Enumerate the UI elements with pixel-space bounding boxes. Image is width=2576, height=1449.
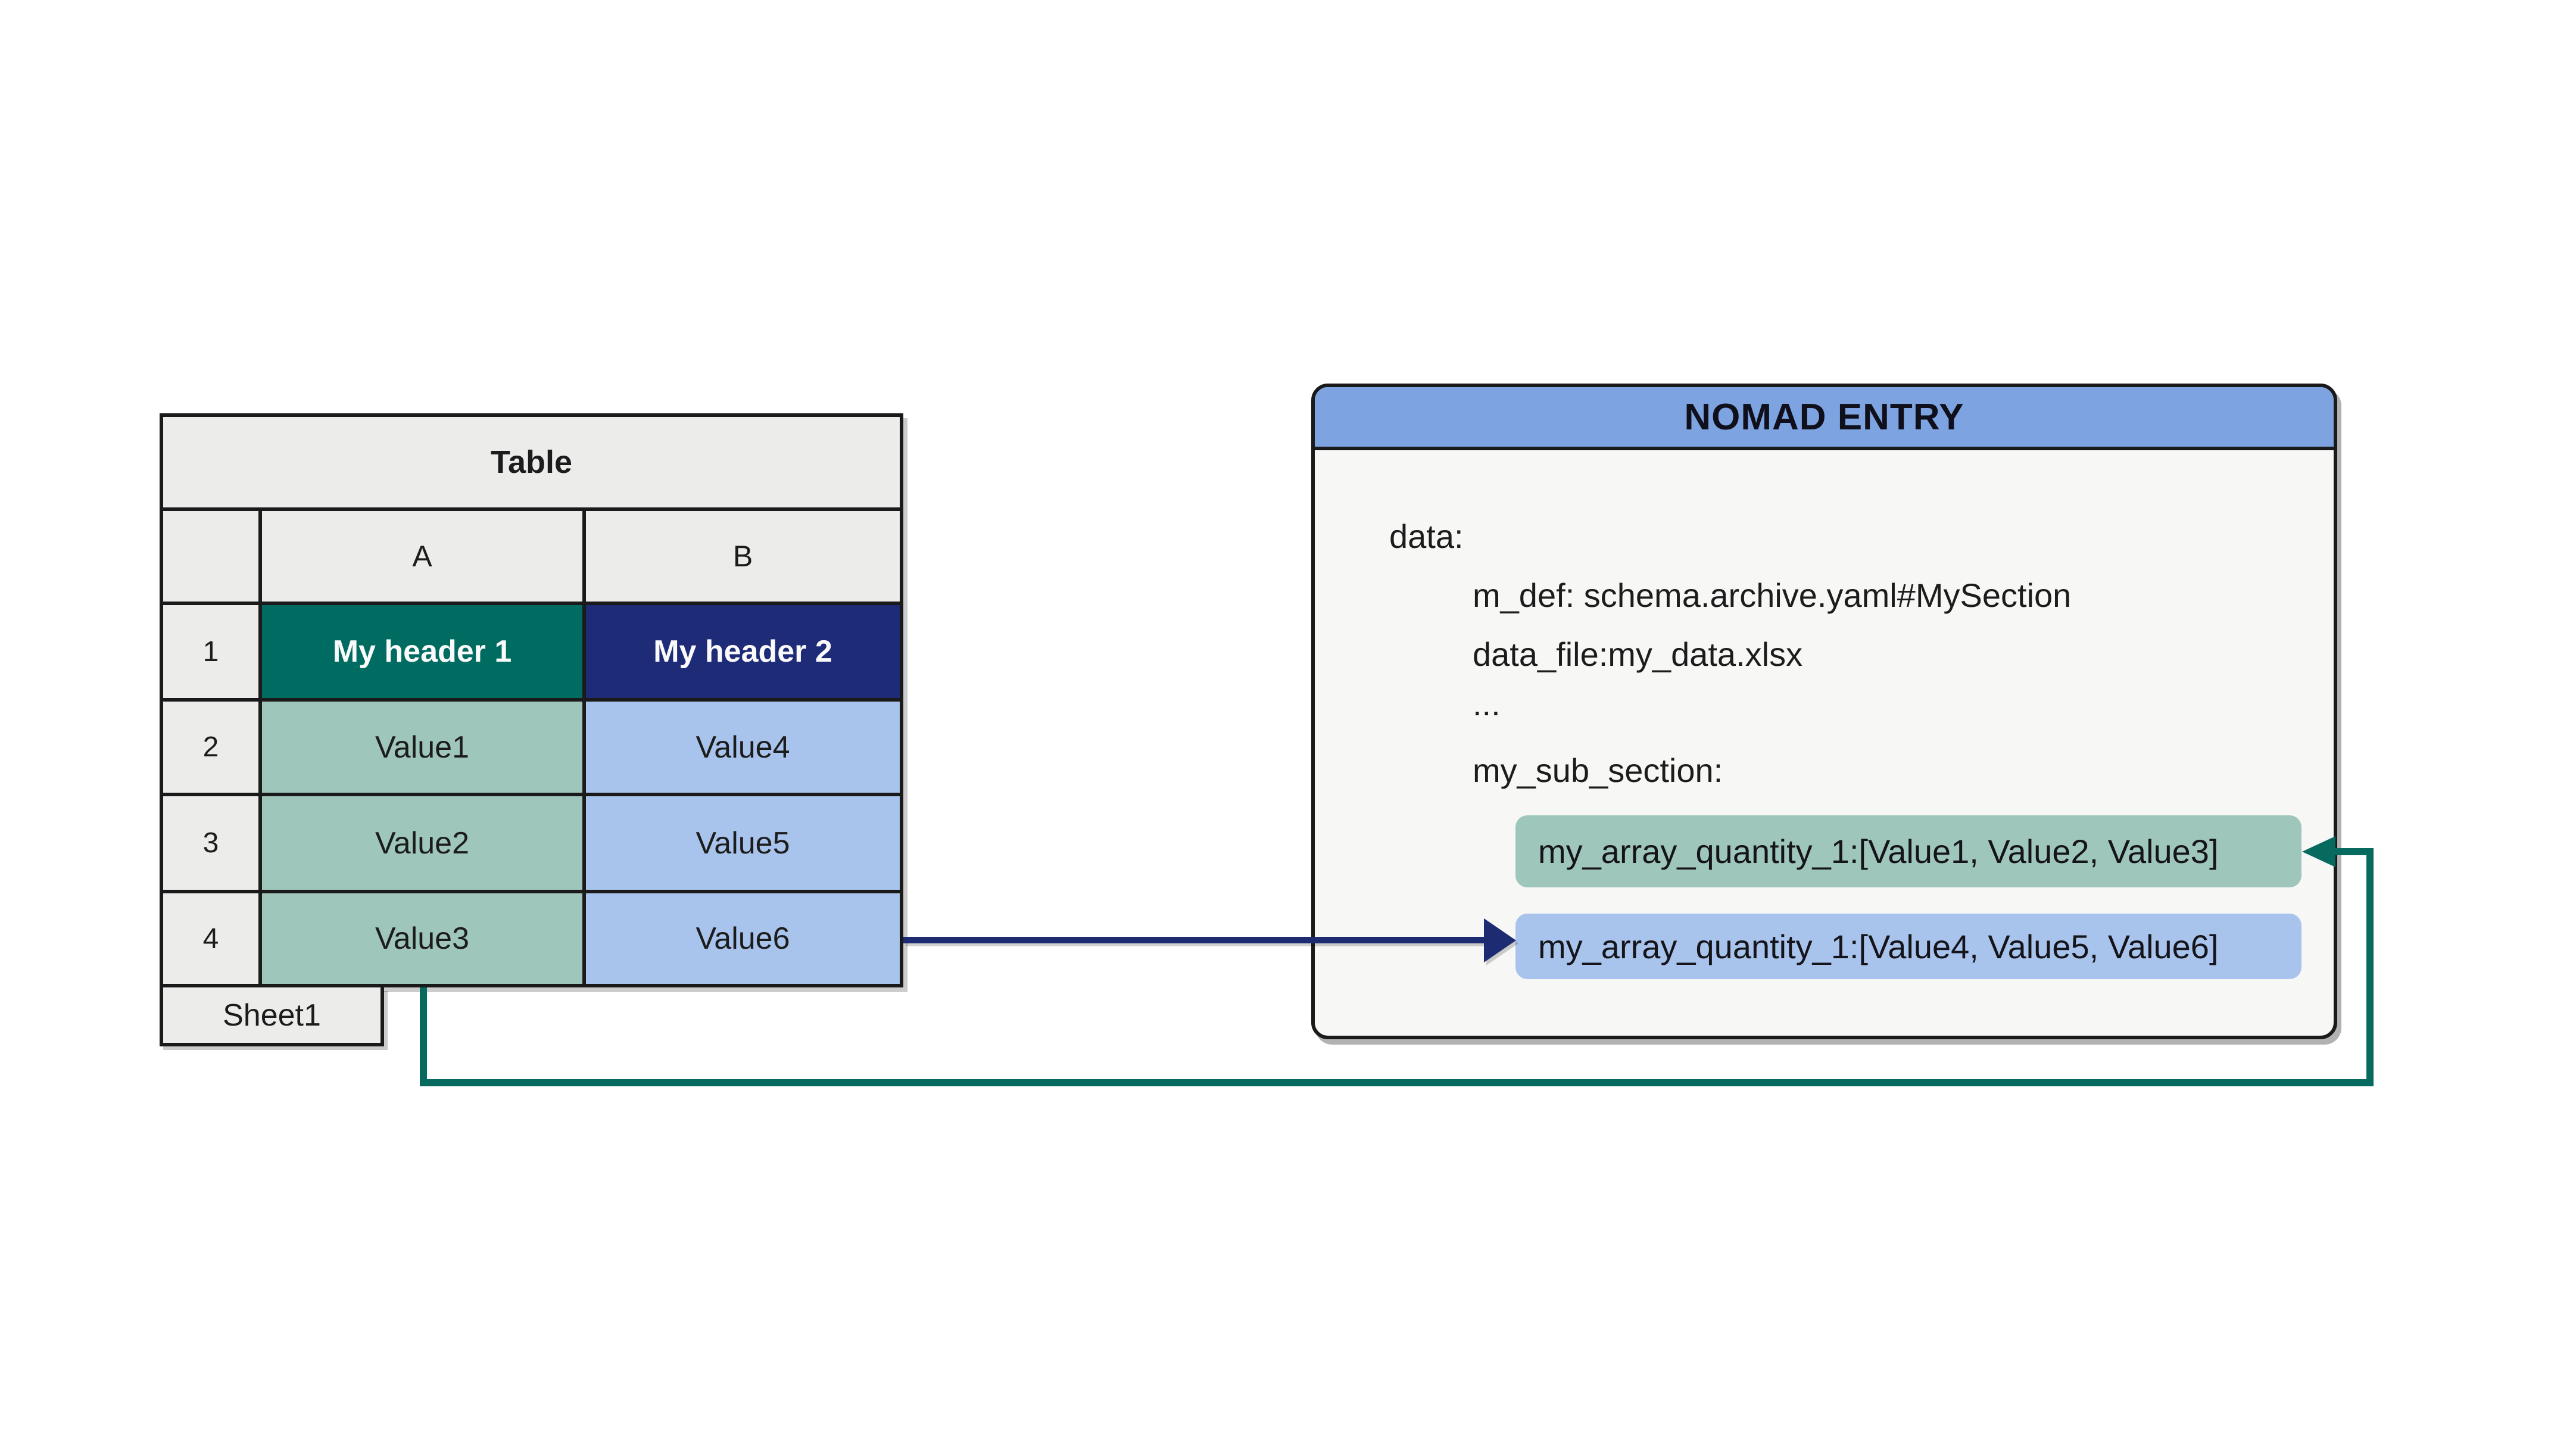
cell-b3-value5: Value5 — [586, 796, 900, 890]
cell-a3-value2: Value2 — [262, 796, 582, 890]
arrow-navy-head-icon — [1484, 918, 1516, 962]
cell-a4-value3: Value3 — [262, 893, 582, 984]
nomad-entry-box: NOMAD ENTRY data: m_def: schema.archive.… — [1311, 384, 2337, 1039]
cell-a1-my-header-1: My header 1 — [262, 605, 582, 698]
arrow-teal-horizontal-top — [2334, 848, 2374, 855]
cell-b1-my-header-2: My header 2 — [586, 605, 900, 698]
highlight-array-quantity-blue: my_array_quantity_1:[Value4, Value5, Val… — [1515, 914, 2301, 979]
row-number-1: 1 — [163, 605, 258, 698]
arrow-teal-vertical-right — [2366, 848, 2374, 1086]
yaml-line-ellipsis: ... — [1473, 684, 1501, 722]
corner-cell — [163, 511, 258, 602]
arrow-navy-line — [903, 937, 1484, 943]
row-number-2: 2 — [163, 702, 258, 793]
row-number-4: 4 — [163, 893, 258, 984]
spreadsheet-table: Table A B 1 My header 1 My header 2 2 Va… — [160, 413, 903, 987]
cell-b2-value4: Value4 — [586, 702, 900, 793]
cell-a2-value1: Value1 — [262, 702, 582, 793]
yaml-line-my-sub-section: my_sub_section: — [1473, 751, 1723, 789]
sheet-tab: Sheet1 — [160, 987, 384, 1046]
row-number-3: 3 — [163, 796, 258, 890]
arrow-teal-vertical-left — [420, 987, 427, 1086]
arrow-teal-horizontal-bottom — [420, 1079, 2374, 1086]
column-header-a: A — [262, 511, 582, 602]
yaml-line-data: data: — [1389, 517, 1464, 555]
arrow-teal-head-icon — [2302, 836, 2335, 867]
column-header-b: B — [586, 511, 900, 602]
yaml-line-m-def: m_def: schema.archive.yaml#MySection — [1473, 576, 2072, 614]
yaml-line-data-file: data_file:my_data.xlsx — [1473, 635, 1803, 673]
nomad-entry-title: NOMAD ENTRY — [1315, 387, 2334, 450]
cell-b4-value6: Value6 — [586, 893, 900, 984]
highlight-array-quantity-green: my_array_quantity_1:[Value1, Value2, Val… — [1515, 815, 2301, 887]
table-title: Table — [163, 417, 900, 507]
